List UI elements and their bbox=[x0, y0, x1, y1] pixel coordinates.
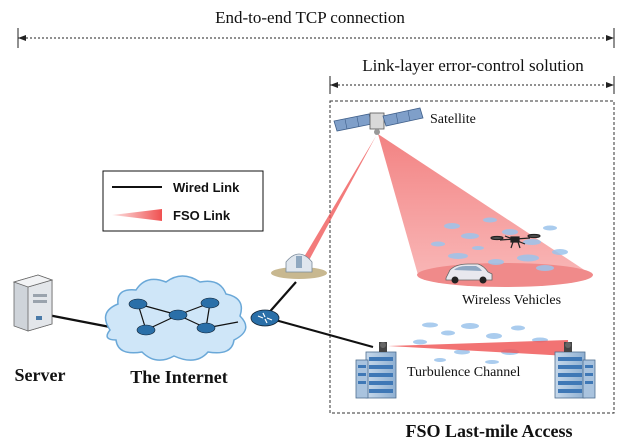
turbulence-label: Turbulence Channel bbox=[407, 365, 521, 380]
link-layer-arrow bbox=[329, 76, 615, 94]
legend-wired-label: Wired Link bbox=[173, 180, 240, 195]
legend-fso-label: FSO Link bbox=[173, 208, 231, 223]
coverage-ellipse bbox=[417, 263, 593, 287]
legend-box bbox=[102, 170, 264, 232]
atmosphere-clouds bbox=[431, 217, 568, 271]
tcp-connection-arrow bbox=[17, 28, 615, 48]
satellite-icon bbox=[333, 107, 424, 135]
internet-label: The Internet bbox=[130, 367, 228, 387]
legend-fso-swatch bbox=[112, 209, 162, 221]
horizontal-fso-beam bbox=[388, 340, 568, 356]
ground-station-dome-icon bbox=[271, 253, 327, 279]
car-icon bbox=[445, 263, 493, 284]
office-building-icon bbox=[554, 342, 596, 399]
uplink-fso-beam bbox=[301, 136, 376, 264]
router-icon bbox=[128, 297, 220, 336]
link-layer-label: Link-layer error-control solution bbox=[362, 56, 584, 75]
server-tower-icon bbox=[12, 274, 54, 332]
office-building-icon bbox=[355, 342, 397, 399]
satellite-label: Satellite bbox=[430, 112, 476, 127]
router-icon bbox=[250, 309, 280, 327]
access-label: FSO Last-mile Access bbox=[406, 421, 573, 441]
server-label: Server bbox=[15, 365, 66, 385]
fso-access-region bbox=[329, 100, 615, 414]
drone-icon bbox=[490, 233, 541, 249]
vehicles-label: Wireless Vehicles bbox=[462, 293, 561, 308]
tcp-connection-label: End-to-end TCP connection bbox=[215, 8, 405, 27]
satellite-beam bbox=[378, 134, 592, 283]
